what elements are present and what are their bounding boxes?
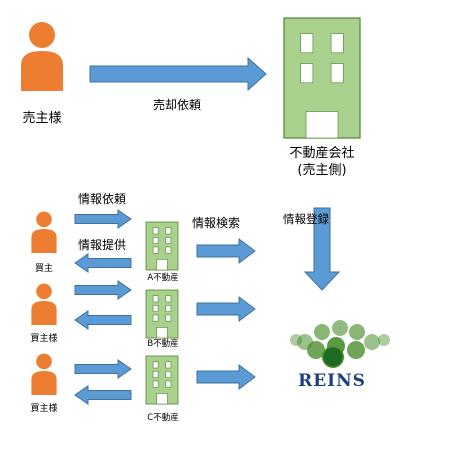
info-register-label: 情報登録 [283,212,329,226]
info-request-label: 情報依頼 [77,192,127,206]
realtor-side-label: (売主側) [297,163,347,178]
buyer-b-label: 買主様 [30,334,58,344]
info-search-label: 情報検索 [191,216,241,230]
request-arrow-b [74,280,132,300]
search-arrow-a [196,238,256,264]
provide-arrow-b [74,310,132,330]
reins-logo-icon [290,320,390,368]
provide-arrow-c [74,385,132,405]
agency-a-label: A不動産 [147,273,179,283]
agency-a-building-icon [145,221,179,271]
realtor-building-icon [283,17,361,139]
search-arrow-b [196,296,256,322]
seller-label: 売主様 [22,111,62,126]
agency-c-building-icon [145,355,179,405]
buyer-c-person-icon [31,353,57,395]
provide-arrow-a [74,253,132,273]
reins-logo-text: REINS [298,371,366,391]
sale-request-arrow [89,56,267,92]
seller-person-icon [21,22,63,91]
realtor-label: 不動産会社 [289,146,355,161]
register-arrow [303,207,341,291]
request-arrow-a [74,209,132,229]
agency-c-label: C不動産 [147,413,179,423]
info-provide-label: 情報提供 [77,238,127,252]
request-arrow-c [74,359,132,379]
sale-request-label: 売却依頼 [152,98,202,112]
buyer-b-person-icon [31,283,57,325]
buyer-a-person-icon [31,211,57,253]
search-arrow-c [196,364,256,390]
buyer-a-label: 買主 [34,264,54,274]
buyer-c-label: 買主様 [30,404,58,414]
agency-b-building-icon [145,289,179,339]
agency-b-label: B不動産 [147,339,179,349]
